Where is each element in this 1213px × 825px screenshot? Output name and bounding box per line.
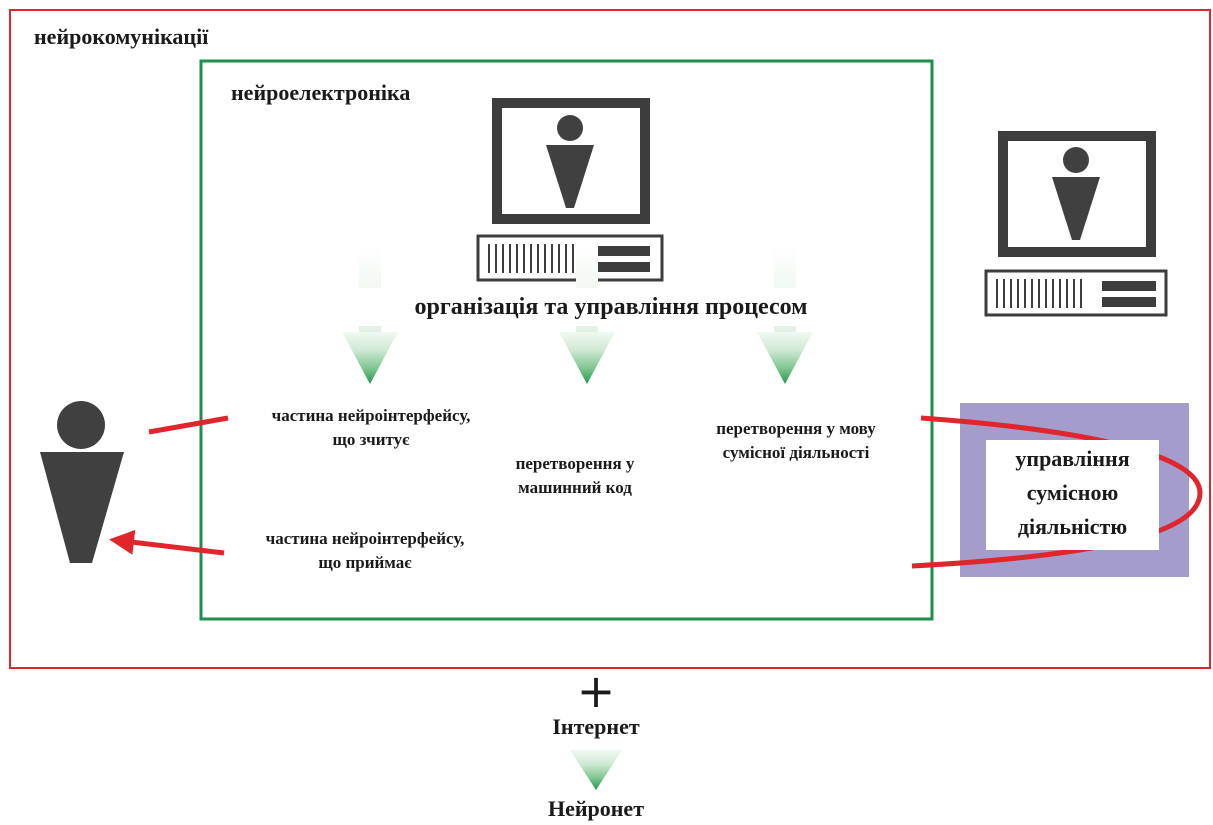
read-part-label: частина нейроінтерфейсу, що зчитує <box>226 404 516 452</box>
joint-mgmt-line2: сумісною <box>1026 480 1119 505</box>
receive-part-line2: що приймає <box>318 553 412 572</box>
receive-connector-arrow <box>109 529 225 556</box>
internet-label: Інтернет <box>552 714 640 739</box>
joint-activity-loop <box>911 415 1203 569</box>
joint-language-line2: сумісної діяльності <box>722 443 870 462</box>
joint-mgmt-line3: діяльністю <box>1017 514 1128 539</box>
computer-icon <box>476 98 664 282</box>
machine-code-label: перетворення у машинний код <box>470 452 680 500</box>
down-arrow-icon <box>570 750 622 790</box>
joint-mgmt-line1: управління <box>1015 446 1130 471</box>
neurocommunications-label: нейрокомунікації <box>34 24 209 49</box>
neurocommunications-frame <box>9 9 1211 669</box>
neuronet-label: Нейронет <box>547 796 645 821</box>
receive-part-line1: частина нейроінтерфейсу, <box>265 529 465 548</box>
neuroelectronics-frame <box>199 59 934 621</box>
machine-code-line2: машинний код <box>518 478 632 497</box>
receive-part-label: частина нейроінтерфейсу, що приймає <box>220 527 510 575</box>
joint-language-line1: перетворення у мову <box>716 419 876 438</box>
process-management-label: організація та управління процесом <box>343 288 879 326</box>
machine-code-line1: перетворення у <box>515 454 635 473</box>
person-icon <box>40 401 124 563</box>
plus-sign: + <box>576 664 616 718</box>
joint-language-label: перетворення у мову сумісної діяльності <box>675 417 917 465</box>
read-part-line2: що зчитує <box>332 430 410 449</box>
read-connector-line <box>148 415 229 435</box>
joint-activity-management-label: управління сумісною діяльністю <box>986 440 1159 550</box>
computer-icon <box>984 131 1168 317</box>
neuroelectronics-label: нейроелектроніка <box>231 80 411 105</box>
read-part-line1: частина нейроінтерфейсу, <box>271 406 471 425</box>
